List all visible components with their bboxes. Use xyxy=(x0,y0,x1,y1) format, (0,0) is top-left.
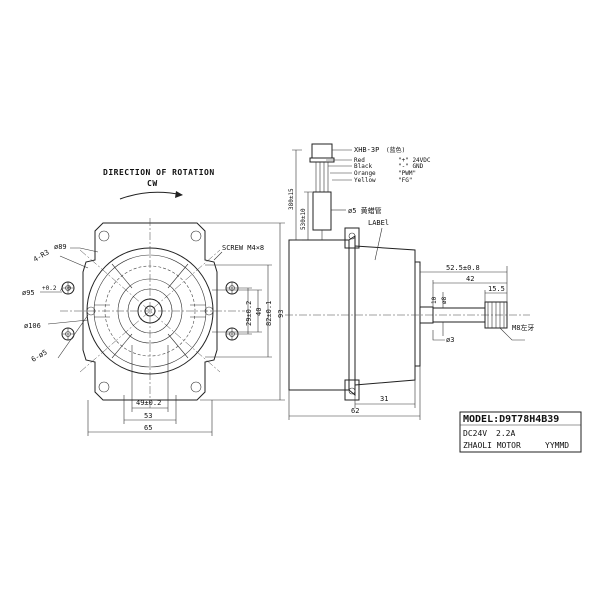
dim-l42: 42 xyxy=(466,275,474,283)
mount-hole xyxy=(190,381,202,393)
nameplate: MODEL:D9T78H4B39 DC24V 2.2A ZHAOLI MOTOR… xyxy=(459,411,582,453)
wire-black: Black xyxy=(354,163,372,170)
side-view: LABEl XHB-3P (蓝色) Red "+" 24VDC Black "-… xyxy=(285,143,534,420)
wires xyxy=(315,162,329,192)
dim-h40: 40 xyxy=(255,308,263,316)
wire-yellow-signal: "FG" xyxy=(398,177,412,184)
dim-l31: 31 xyxy=(380,395,388,403)
dim-l62: 62 xyxy=(351,407,359,415)
motor-endcap xyxy=(415,261,421,367)
dim-thread: M8左牙 xyxy=(512,323,534,332)
sleeve xyxy=(312,191,332,231)
wire-orange: Orange xyxy=(354,170,376,177)
connector-housing xyxy=(311,143,333,159)
connector-part-note: (蓝色) xyxy=(386,146,405,154)
rotation-note: DIRECTION OF ROTATION CW xyxy=(103,168,215,200)
nameplate-current: 2.2A xyxy=(496,429,515,438)
wire-orange-signal: "PWM" xyxy=(398,170,416,177)
shaft-dims: 52.5±0.8 42 15.5 ø8 10 ø3 M8左牙 31 62 xyxy=(288,264,534,420)
dim-w65: 65 xyxy=(144,424,152,432)
dim-d95: ø95 xyxy=(22,289,35,297)
vertical-dims: 29±0.2 40 82±0.1 93 xyxy=(200,222,285,401)
dim-d8-flat: 10 xyxy=(431,296,438,304)
rotation-direction: CW xyxy=(147,179,158,188)
label-note: LABEl xyxy=(368,219,389,227)
dim-w49: 49±0.2 xyxy=(136,399,161,407)
spokes xyxy=(94,263,206,359)
nameplate-box xyxy=(459,411,582,453)
rotation-arrow-icon xyxy=(119,191,183,200)
nameplate-maker: ZHAOLI MOTOR xyxy=(463,441,521,450)
dim-holes: 6-ø5 xyxy=(30,348,49,363)
screw-bosses xyxy=(61,281,239,341)
top-tab xyxy=(344,227,360,249)
dim-lead: 380±15 xyxy=(288,188,295,210)
leader-holes xyxy=(57,314,89,359)
flange-rim xyxy=(348,235,356,397)
motor-can xyxy=(354,245,416,386)
leader-106 xyxy=(47,319,89,325)
horizontal-dims: 49±0.2 53 65 xyxy=(87,345,213,436)
wire-yellow: Yellow xyxy=(354,177,376,184)
dim-h82: 82±0.1 xyxy=(265,301,273,326)
dim-d106: ø106 xyxy=(24,322,41,330)
mount-hole xyxy=(98,381,110,393)
dim-d89: ø89 xyxy=(54,243,67,251)
leader-r3 xyxy=(59,255,89,269)
mount-hole xyxy=(98,230,110,242)
nameplate-voltage: DC24V xyxy=(463,429,487,438)
dim-d3: ø3 xyxy=(446,336,454,344)
arrow-head-icon xyxy=(175,191,183,198)
bottom-tab xyxy=(344,379,360,401)
dim-d95-tol: +0.2 / 0 xyxy=(42,285,71,292)
dim-l15: 15.5 xyxy=(488,285,505,293)
wire-red: Red xyxy=(354,157,365,164)
dim-h29: 29±0.2 xyxy=(245,301,253,326)
dim-sleeve-len: 530±10 xyxy=(300,208,307,230)
front-view: ø89 4-R3 ø95 +0.2 / 0 ø106 6-ø5 SCREW M4… xyxy=(22,218,285,436)
leader-screw xyxy=(213,251,223,261)
leader-89 xyxy=(70,247,99,253)
dim-r3: 4-R3 xyxy=(32,248,51,263)
wire-red-signal: "+" 24VDC xyxy=(398,157,431,164)
dim-w53: 53 xyxy=(144,412,152,420)
dim-l52: 52.5±0.8 xyxy=(446,264,480,272)
centre-lines xyxy=(60,218,245,408)
leader-label xyxy=(374,227,383,261)
wire-black-signal: "-" GND xyxy=(398,163,424,170)
nameplate-model: MODEL:D9T78H4B39 xyxy=(463,414,559,425)
sleeve-note: ø5 黄蜡管 xyxy=(348,206,382,215)
screw-note: SCREW M4×8 xyxy=(222,244,264,252)
connector-part: XHB-3P xyxy=(354,146,379,154)
dim-d8: ø8 xyxy=(441,296,448,304)
rotation-title: DIRECTION OF ROTATION xyxy=(103,168,215,177)
connector-group: XHB-3P (蓝色) Red "+" 24VDC Black "-" GND … xyxy=(288,143,431,241)
nameplate-date: YYMMD xyxy=(545,441,569,450)
dim-h93: 93 xyxy=(277,310,285,318)
mount-hole xyxy=(190,230,202,242)
